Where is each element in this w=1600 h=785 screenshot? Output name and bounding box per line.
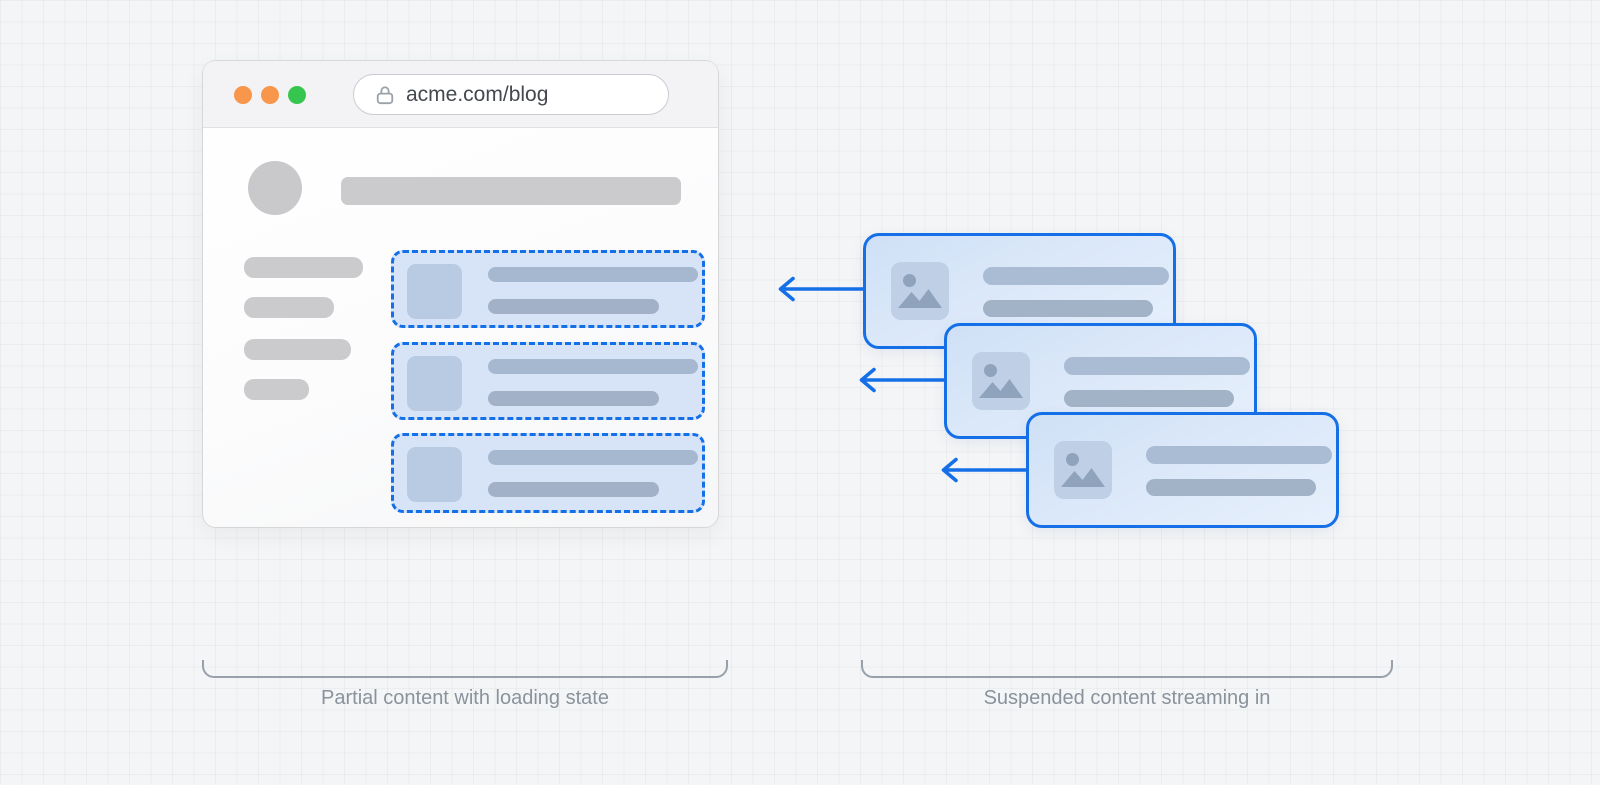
browser-titlebar: acme.com/blog bbox=[203, 61, 718, 128]
arrow-left-icon bbox=[859, 367, 947, 393]
image-icon bbox=[972, 352, 1030, 410]
address-bar: acme.com/blog bbox=[353, 74, 669, 115]
text-line-placeholder bbox=[488, 267, 698, 282]
image-icon bbox=[1054, 441, 1112, 499]
thumbnail-placeholder bbox=[407, 447, 462, 502]
loading-card bbox=[391, 433, 705, 513]
text-line-placeholder bbox=[1146, 446, 1332, 464]
address-bar-url: acme.com/blog bbox=[406, 83, 549, 106]
loading-card bbox=[391, 342, 705, 420]
text-line-placeholder bbox=[1146, 479, 1316, 496]
browser-window: acme.com/blog bbox=[202, 60, 719, 528]
lock-icon bbox=[376, 85, 394, 104]
sidebar-bar-placeholder bbox=[244, 257, 363, 278]
text-line-placeholder bbox=[488, 450, 698, 465]
sidebar-bar-placeholder bbox=[244, 379, 309, 400]
image-icon bbox=[891, 262, 949, 320]
text-line-placeholder bbox=[1064, 357, 1250, 375]
text-line-placeholder bbox=[983, 267, 1169, 285]
bracket-left bbox=[202, 660, 728, 678]
avatar-placeholder bbox=[248, 161, 302, 215]
arrow-left-icon bbox=[941, 457, 1029, 483]
text-line-placeholder bbox=[488, 299, 659, 314]
text-line-placeholder bbox=[488, 359, 698, 374]
thumbnail-placeholder bbox=[407, 264, 462, 319]
window-control-dot bbox=[261, 86, 279, 104]
text-line-placeholder bbox=[1064, 390, 1234, 407]
header-bar-placeholder bbox=[341, 177, 681, 205]
thumbnail-placeholder bbox=[407, 356, 462, 411]
loading-card bbox=[391, 250, 705, 328]
stream-card bbox=[1026, 412, 1339, 528]
window-control-dot bbox=[288, 86, 306, 104]
text-line-placeholder bbox=[488, 391, 659, 406]
bracket-right bbox=[861, 660, 1393, 678]
text-line-placeholder bbox=[983, 300, 1153, 317]
sidebar-bar-placeholder bbox=[244, 297, 334, 318]
text-line-placeholder bbox=[488, 482, 659, 497]
caption-partial-content: Partial content with loading state bbox=[321, 687, 609, 709]
arrow-left-icon bbox=[778, 276, 866, 302]
sidebar-bar-placeholder bbox=[244, 339, 351, 360]
window-control-dot bbox=[234, 86, 252, 104]
caption-suspended-content: Suspended content streaming in bbox=[983, 687, 1271, 709]
